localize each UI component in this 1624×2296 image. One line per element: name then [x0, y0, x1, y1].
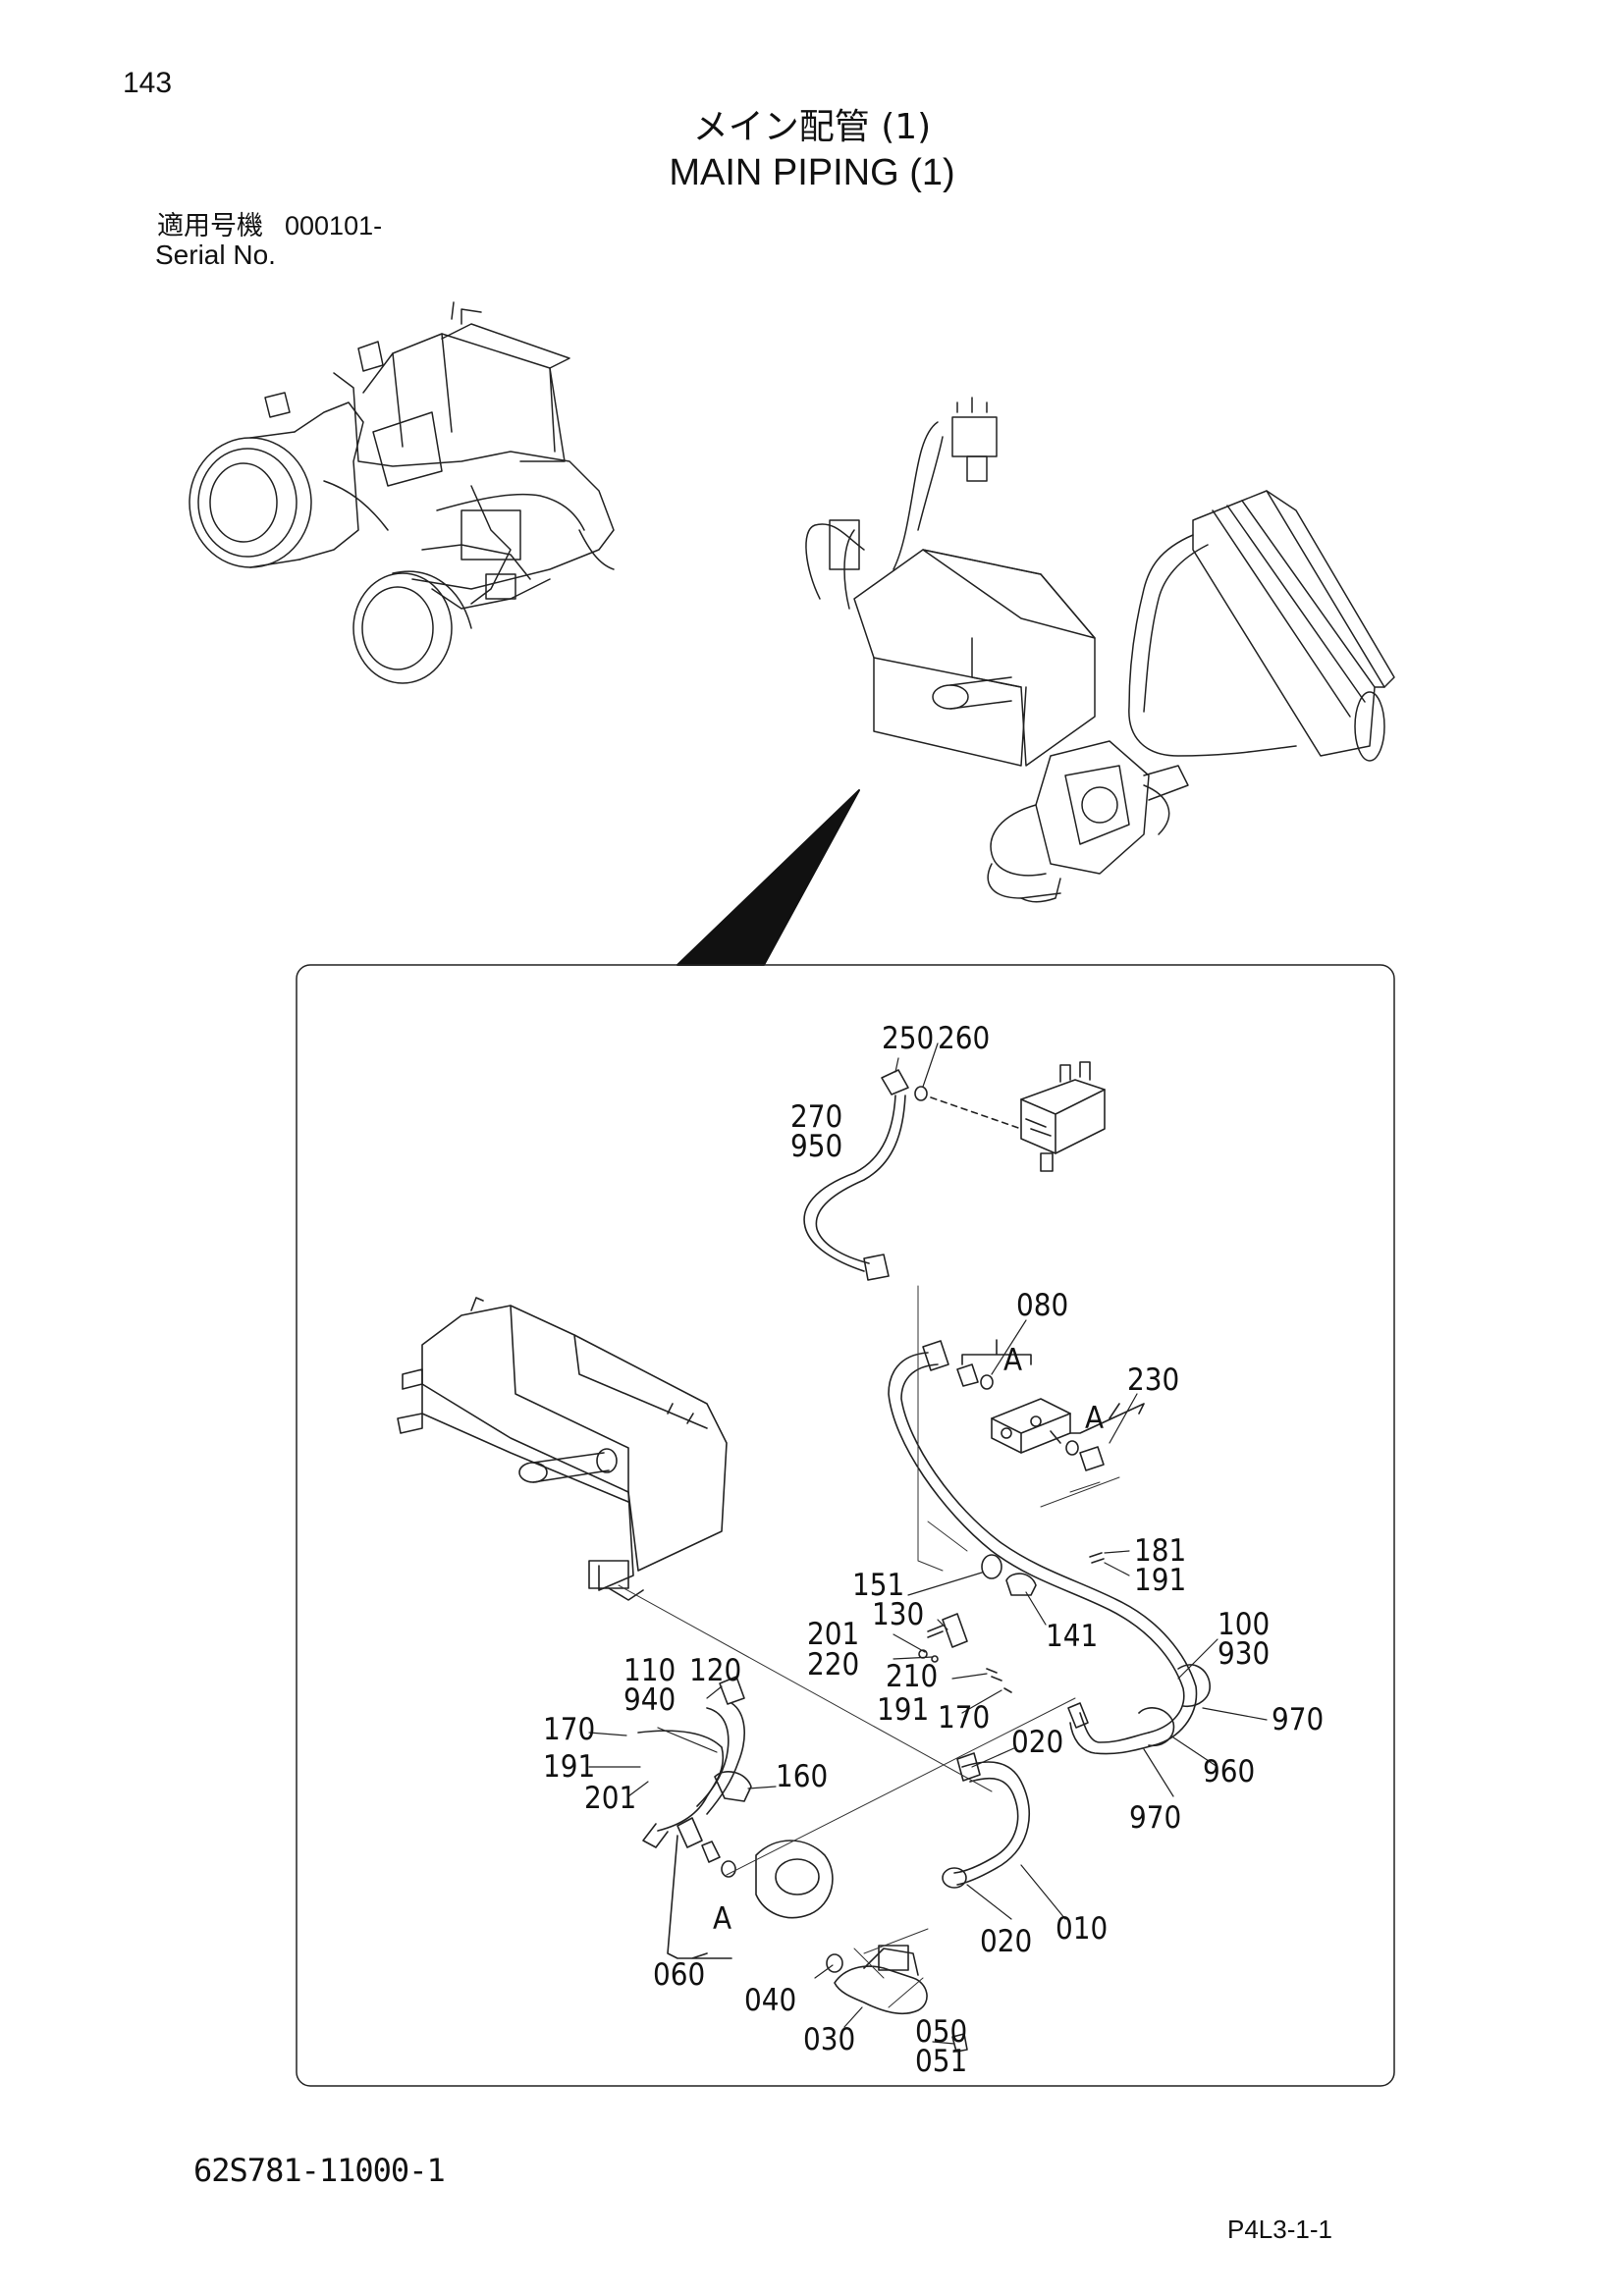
callout-130: 130: [872, 1597, 924, 1632]
page-title-english: MAIN PIPING (1): [669, 152, 955, 193]
zoom-pointer: [677, 789, 860, 966]
hydraulic-tank: [397, 1297, 728, 1601]
callout-010: 010: [1056, 1911, 1108, 1947]
callout-950: 950: [790, 1129, 842, 1164]
callout-220: 220: [807, 1647, 859, 1682]
detail-parts: [397, 1061, 1211, 2053]
callout-120: 120: [689, 1653, 741, 1688]
serial-number-value: 000101-: [285, 211, 383, 240]
page-code: P4L3-1-1: [1227, 2215, 1332, 2244]
callout-250: 250: [882, 1021, 934, 1056]
callout-260: 260: [938, 1021, 990, 1056]
callout-a-2: A: [1085, 1401, 1104, 1436]
callout-930: 930: [1218, 1636, 1270, 1672]
callout-201-b: 201: [584, 1781, 636, 1816]
callout-970-a: 970: [1272, 1702, 1324, 1737]
callout-170-a: 170: [938, 1700, 990, 1735]
callout-191-a: 191: [1134, 1563, 1186, 1598]
callout-leaders: [588, 1042, 1268, 2045]
callout-970-b: 970: [1129, 1800, 1181, 1836]
callout-a-1: A: [1003, 1343, 1022, 1378]
callout-191-b: 191: [877, 1692, 929, 1728]
callout-labels: 250 260 270 950 080 A 230 A 181 191 151 …: [543, 1021, 1324, 2079]
callout-181: 181: [1134, 1533, 1186, 1569]
page-number: 143: [123, 67, 173, 99]
piping-assembly-overview: [805, 397, 1395, 903]
callout-110: 110: [623, 1653, 676, 1688]
serial-label-english: Serial No.: [155, 240, 276, 270]
callout-940: 940: [623, 1682, 676, 1718]
callout-050: 050: [915, 2014, 967, 2050]
serial-label-jp-text: 適用号機: [157, 211, 263, 241]
callout-030: 030: [803, 2022, 855, 2057]
callout-080: 080: [1016, 1288, 1068, 1323]
callout-960: 960: [1203, 1754, 1255, 1789]
callout-020-b: 020: [980, 1924, 1032, 1959]
callout-141: 141: [1046, 1619, 1098, 1654]
callout-160: 160: [776, 1759, 828, 1794]
drawing-number: 62S781-11000-1: [193, 2152, 446, 2189]
callout-020-a: 020: [1011, 1725, 1063, 1760]
serial-label-japanese: 適用号機 000101-: [157, 204, 382, 242]
detail-view-frame: [296, 964, 1395, 2087]
machine-overview-illustration: [189, 301, 615, 684]
callout-201-a: 201: [807, 1617, 859, 1652]
callout-060: 060: [653, 1957, 705, 1993]
callout-270: 270: [790, 1099, 842, 1135]
page-title-japanese: メイン配管 (1): [692, 107, 932, 147]
callout-210: 210: [886, 1659, 938, 1694]
callout-170-b: 170: [543, 1712, 595, 1747]
callout-100: 100: [1218, 1607, 1270, 1642]
callout-230: 230: [1127, 1362, 1179, 1398]
callout-191-c: 191: [543, 1749, 595, 1785]
callout-040: 040: [744, 1983, 796, 2018]
callout-151: 151: [852, 1568, 904, 1603]
control-valve: [1020, 1061, 1106, 1172]
callout-051: 051: [915, 2044, 967, 2079]
relief-valve-block: [991, 1398, 1071, 1454]
callout-a-3: A: [713, 1901, 731, 1937]
